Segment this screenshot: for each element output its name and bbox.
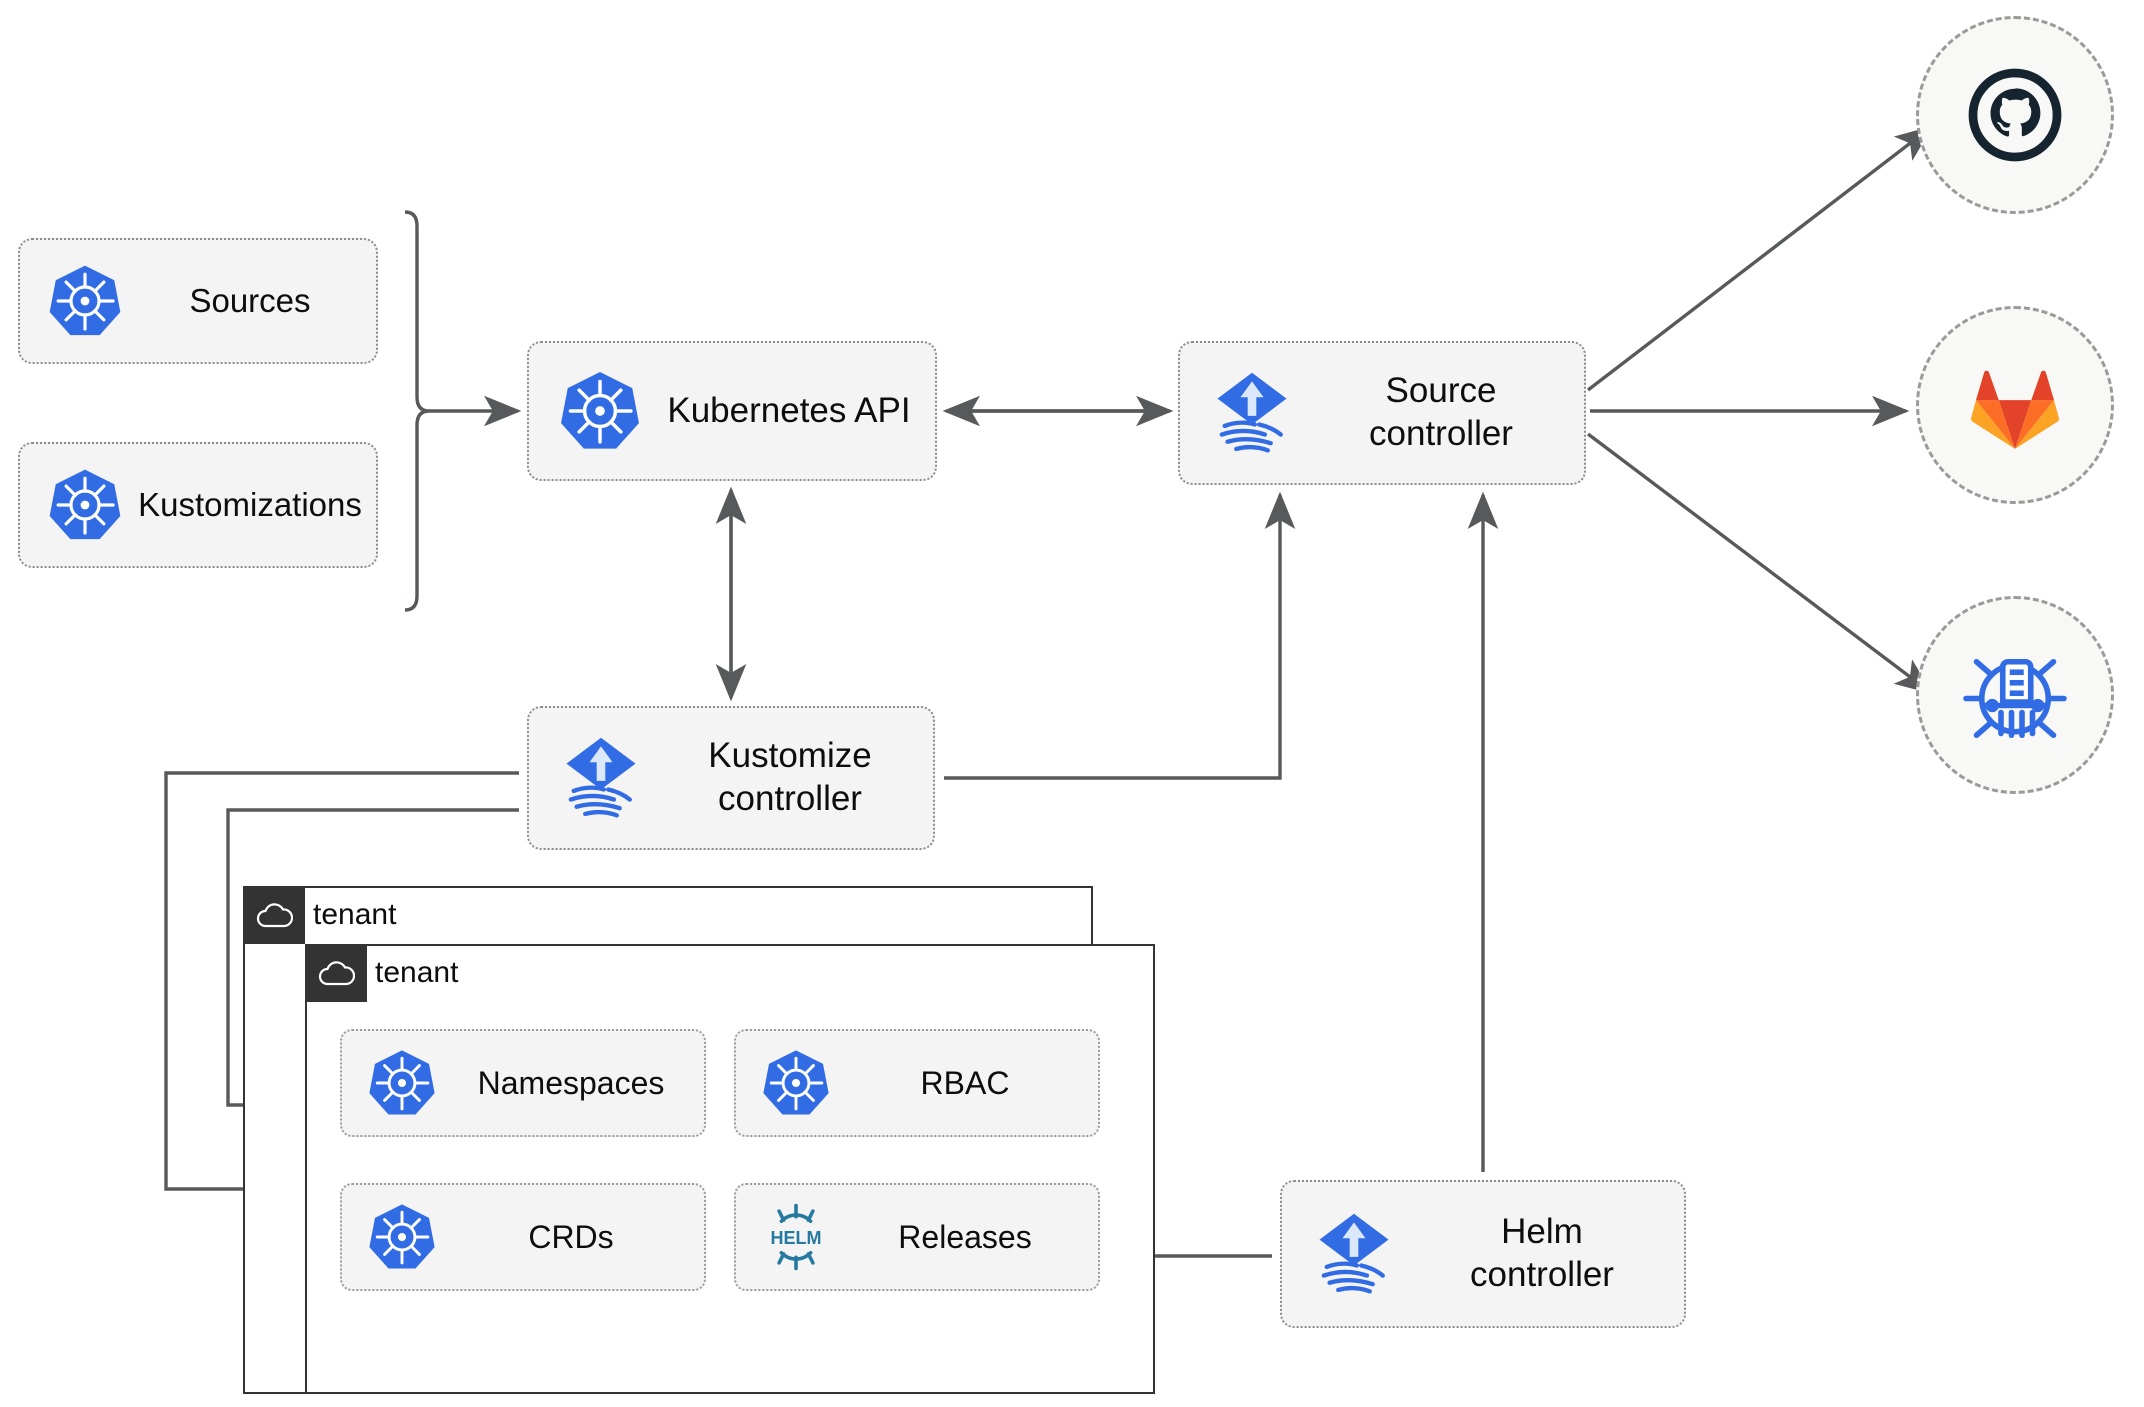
chip-label: Namespaces <box>477 1064 665 1101</box>
provider-helm-repository[interactable] <box>1916 596 2114 794</box>
edge-source-to-github <box>1586 125 1933 392</box>
kubernetes-icon <box>557 368 643 454</box>
github-icon <box>1968 68 2062 162</box>
kubernetes-icon <box>366 1201 438 1273</box>
chip-namespaces[interactable]: Namespaces <box>340 1029 706 1137</box>
chip-label: Releases <box>898 1218 1032 1255</box>
flux-icon <box>555 732 647 824</box>
node-label: Kustomize controller <box>708 736 872 818</box>
chip-rbac[interactable]: RBAC <box>734 1029 1100 1137</box>
chip-releases[interactable]: HELM Releases <box>734 1183 1100 1291</box>
helm-icon: HELM <box>760 1201 832 1273</box>
cloud-icon <box>243 886 305 944</box>
node-source-controller[interactable]: Source controller <box>1178 341 1586 485</box>
inputs-bracket <box>404 210 430 612</box>
node-label: Kubernetes API <box>667 390 911 430</box>
node-sources[interactable]: Sources <box>18 238 378 364</box>
node-label: Helm controller <box>1470 1212 1614 1294</box>
kubernetes-icon <box>366 1047 438 1119</box>
kubernetes-icon <box>760 1047 832 1119</box>
helm-repository-icon <box>1963 658 2067 739</box>
tenant-label: tenant <box>313 898 397 931</box>
svg-text:HELM: HELM <box>771 1228 822 1248</box>
node-kubernetes-api[interactable]: Kubernetes API <box>527 341 937 481</box>
flux-icon <box>1206 367 1298 459</box>
tenant-container-front[interactable]: tenant <box>305 944 1155 1394</box>
provider-gitlab[interactable] <box>1916 306 2114 504</box>
node-label: Kustomizations <box>138 485 362 523</box>
node-label: Source controller <box>1369 371 1513 453</box>
tenant-label: tenant <box>375 956 459 989</box>
chip-label: CRDs <box>528 1218 614 1255</box>
edge-kustomize-to-source <box>944 491 1296 780</box>
edge-source-to-helmrepo <box>1586 432 1933 695</box>
chip-label: RBAC <box>920 1064 1010 1101</box>
node-kustomizations[interactable]: Kustomizations <box>18 442 378 568</box>
node-helm-controller[interactable]: Helm controller <box>1280 1180 1686 1328</box>
gitlab-icon <box>1971 370 2059 449</box>
kubernetes-icon <box>46 262 124 340</box>
kubernetes-icon <box>46 466 124 544</box>
chip-crds[interactable]: CRDs <box>340 1183 706 1291</box>
provider-github[interactable] <box>1916 16 2114 214</box>
node-label: Sources <box>189 281 311 319</box>
cloud-icon <box>305 944 367 1002</box>
node-kustomize-controller[interactable]: Kustomize controller <box>527 706 935 850</box>
flux-icon <box>1308 1208 1400 1300</box>
